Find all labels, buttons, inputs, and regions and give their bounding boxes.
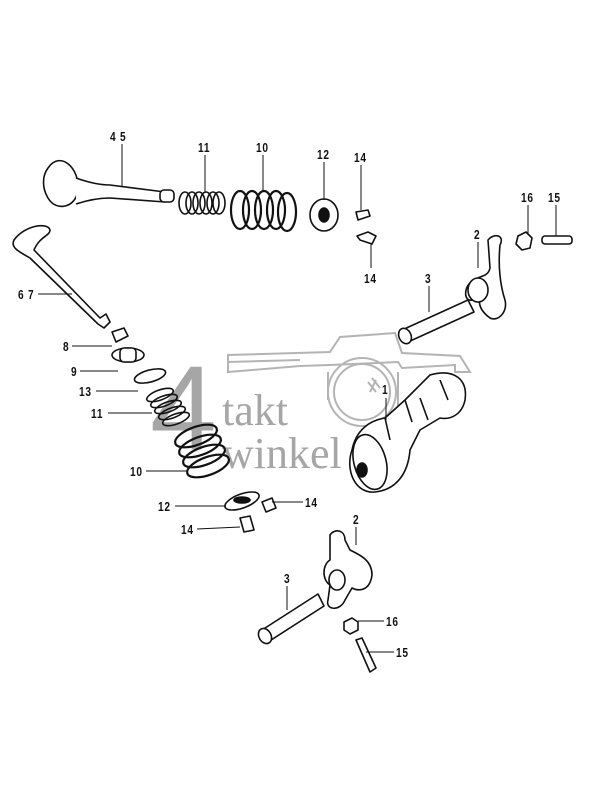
cotter-lower-1 (261, 497, 277, 513)
label-part-11-upper: 11 (198, 140, 211, 155)
rocker-shaft-lower (257, 593, 325, 645)
label-part-2-upper: 2 (474, 227, 481, 242)
label-part-16-lower: 16 (386, 614, 399, 629)
label-part-14-lower-b: 14 (181, 522, 194, 537)
label-part-13: 13 (79, 384, 92, 399)
valve-upper (42, 160, 175, 208)
valve-seal (111, 327, 129, 343)
label-part-16-upper: 16 (521, 190, 534, 205)
label-part-14-upper-b: 14 (364, 271, 377, 286)
valve-lower (12, 224, 111, 329)
label-part-10-lower: 10 (130, 464, 143, 479)
label-part-1: 1 (382, 382, 389, 397)
retainer-lower (224, 491, 260, 511)
label-part-3-lower: 3 (284, 571, 291, 586)
cotter-upper-1 (355, 209, 371, 221)
leader-lines (38, 144, 557, 653)
label-part-9: 9 (71, 364, 78, 379)
spring-washer (133, 368, 167, 384)
inner-spring-upper (178, 191, 226, 215)
camshaft (348, 372, 467, 493)
label-part-10-upper: 10 (256, 140, 269, 155)
cotter-lower-2 (239, 515, 255, 533)
cotter-upper-2 (356, 231, 377, 245)
label-part-14-lower-a: 14 (305, 495, 318, 510)
adjust-screw-lower (355, 637, 377, 673)
rocker-arm-upper (464, 234, 507, 320)
watermark-line2: winkel (222, 429, 342, 478)
rocker-shaft-upper (397, 299, 475, 345)
label-part-15-upper: 15 (548, 190, 561, 205)
valve-guide (111, 347, 145, 363)
label-part-12-lower: 12 (158, 499, 171, 514)
watermark-motorbike-icon (227, 331, 472, 427)
label-part-15-lower: 15 (396, 645, 409, 660)
label-part-12-upper: 12 (317, 147, 330, 162)
label-part-6-7: 6 7 (18, 287, 35, 302)
retainer-upper (309, 198, 339, 232)
adjust-screw-upper (541, 235, 573, 245)
label-part-11-lower: 11 (91, 406, 104, 421)
lock-nut-upper (515, 231, 533, 251)
outer-spring-upper (229, 189, 298, 233)
label-part-14-upper-a: 14 (354, 150, 367, 165)
lock-nut-lower (343, 617, 359, 635)
inner-spring-lower (145, 387, 191, 427)
watermark-line1: takt (222, 386, 288, 435)
label-part-2-lower: 2 (353, 512, 360, 527)
label-part-4-5: 4 5 (110, 129, 127, 144)
outer-spring-lower (173, 423, 231, 479)
label-part-3-upper: 3 (425, 271, 432, 286)
rocker-arm-lower (323, 530, 373, 610)
label-part-8: 8 (63, 339, 70, 354)
